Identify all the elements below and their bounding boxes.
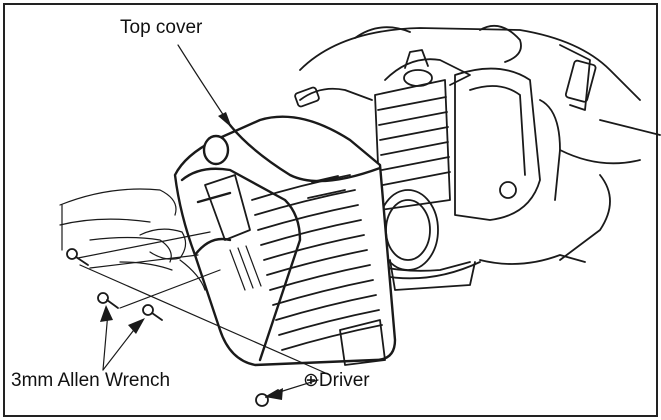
figure-frame — [3, 3, 658, 417]
screw-left-2 — [97, 292, 119, 309]
arrowheads — [100, 112, 283, 400]
label-allen-wrench: 3mm Allen Wrench — [11, 370, 170, 391]
cover-vent-slots — [251, 174, 383, 351]
label-driver: ⊕Driver — [303, 370, 370, 391]
top-cover — [173, 115, 397, 367]
screw-left-3 — [142, 304, 163, 321]
label-top-cover: Top cover — [120, 17, 203, 38]
